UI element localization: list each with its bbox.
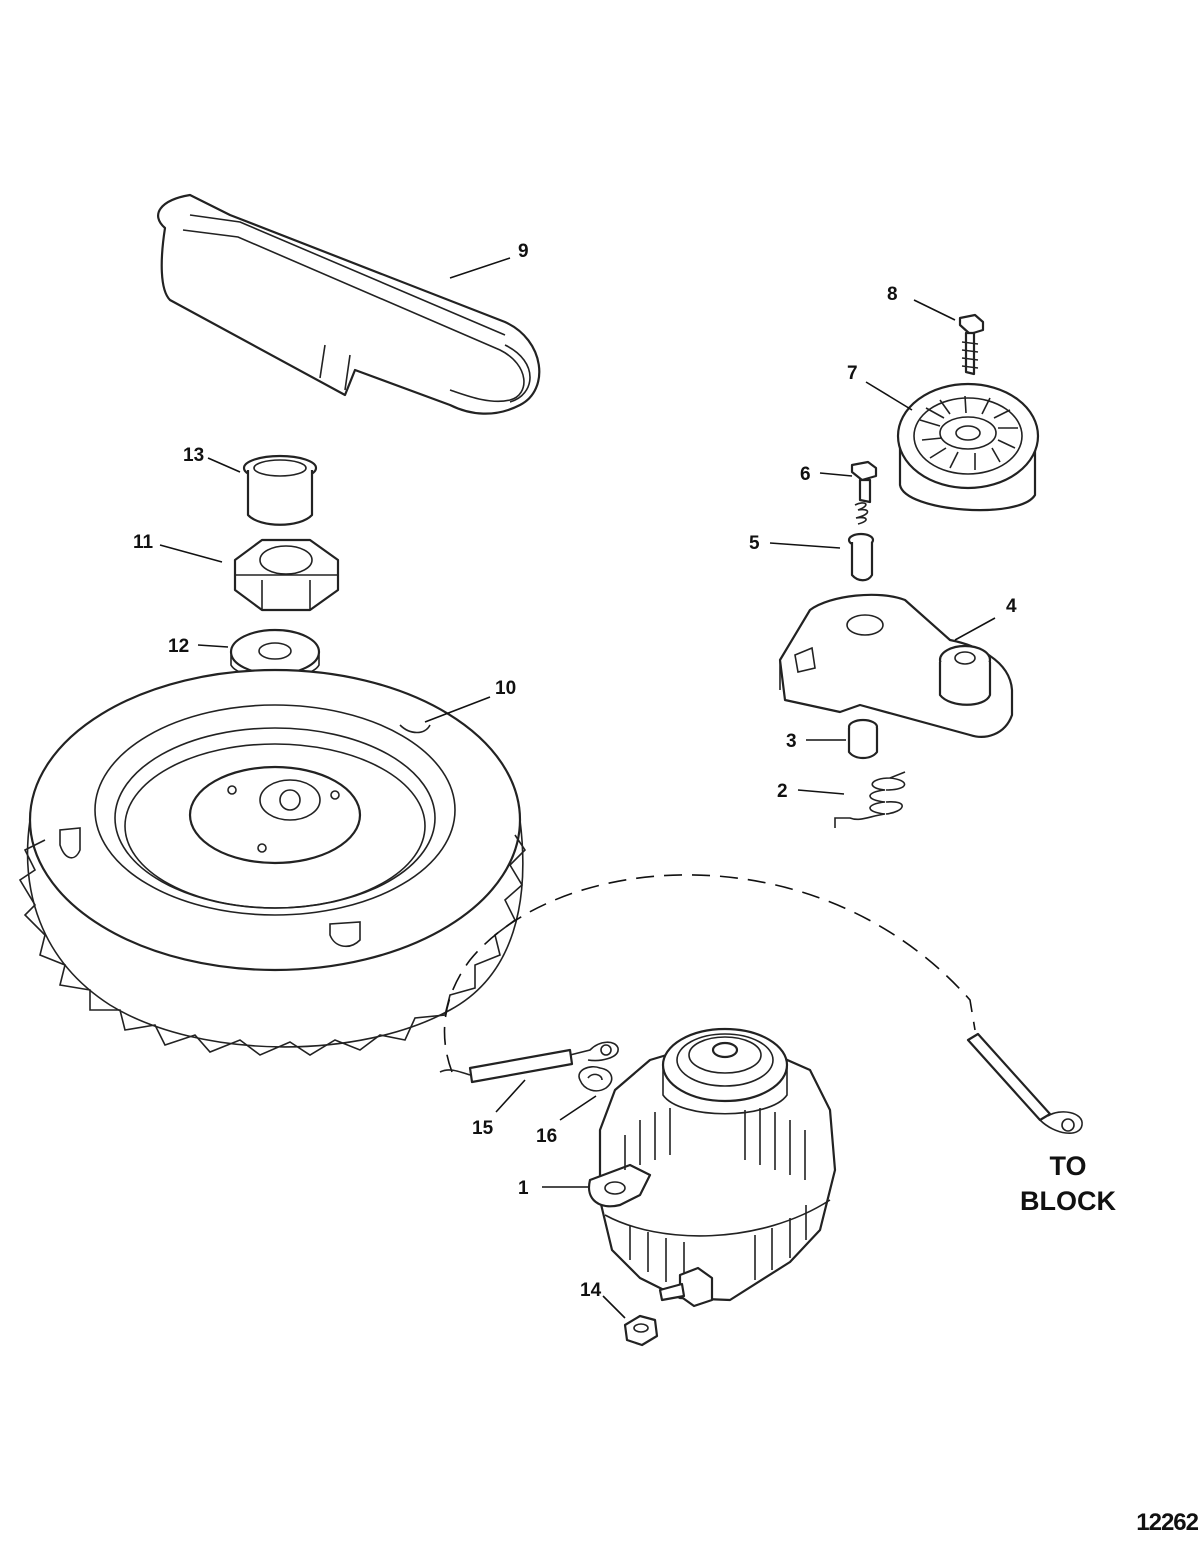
idler-pulley-part	[896, 382, 1040, 512]
callout-6: 6	[800, 464, 811, 485]
leader-line-13	[207, 457, 241, 473]
bushing-part	[847, 718, 879, 760]
leader-line-8	[913, 299, 956, 321]
reference-number: 12262	[1136, 1509, 1198, 1536]
callout-7: 7	[847, 363, 858, 384]
leader-line-12	[197, 644, 229, 648]
sleeve-part	[242, 454, 318, 526]
belt-part	[157, 193, 541, 415]
screw-part	[850, 460, 878, 525]
leader-line-10	[424, 696, 491, 723]
callout-1: 1	[518, 1178, 529, 1199]
leader-line-15	[495, 1079, 526, 1113]
callout-11: 11	[133, 532, 154, 553]
star-washer-part	[578, 1065, 613, 1092]
callout-9: 9	[518, 241, 529, 262]
callout-8: 8	[887, 284, 898, 305]
nut-part	[233, 538, 340, 612]
leader-line-11	[159, 544, 223, 563]
callout-16: 16	[536, 1126, 557, 1147]
leader-line-6	[819, 472, 853, 477]
tensioner-bracket-part	[778, 593, 1014, 738]
leader-line-2	[797, 789, 845, 795]
callout-5: 5	[749, 533, 760, 554]
small-nut-part	[623, 1314, 659, 1347]
leader-lines	[159, 257, 996, 1319]
callout-3: 3	[786, 731, 797, 752]
callout-12: 12	[168, 636, 189, 657]
to-block-label-line2: BLOCK	[1020, 1186, 1116, 1216]
leader-line-14	[602, 1295, 626, 1319]
to-block-label-line1: TO	[1049, 1151, 1086, 1181]
flywheel-part	[18, 668, 527, 1056]
leader-line-9	[449, 257, 511, 279]
callout-15: 15	[472, 1118, 494, 1139]
leader-line-4	[954, 617, 996, 641]
spring-part	[834, 771, 906, 828]
alternator-part	[587, 1027, 837, 1308]
ground-wire-route	[443, 874, 976, 1073]
cable-part	[439, 1041, 619, 1084]
callout-13: 13	[183, 445, 204, 466]
bolt-part	[958, 313, 985, 376]
callout-10: 10	[495, 678, 516, 699]
leader-line-7	[865, 381, 913, 411]
leader-line-5	[769, 542, 841, 549]
callout-2: 2	[777, 781, 788, 802]
leader-line-16	[559, 1095, 597, 1121]
ground-strap-part	[966, 1032, 1083, 1134]
pin-part	[847, 532, 875, 582]
callout-14: 14	[580, 1280, 602, 1301]
callout-4: 4	[1006, 596, 1017, 617]
